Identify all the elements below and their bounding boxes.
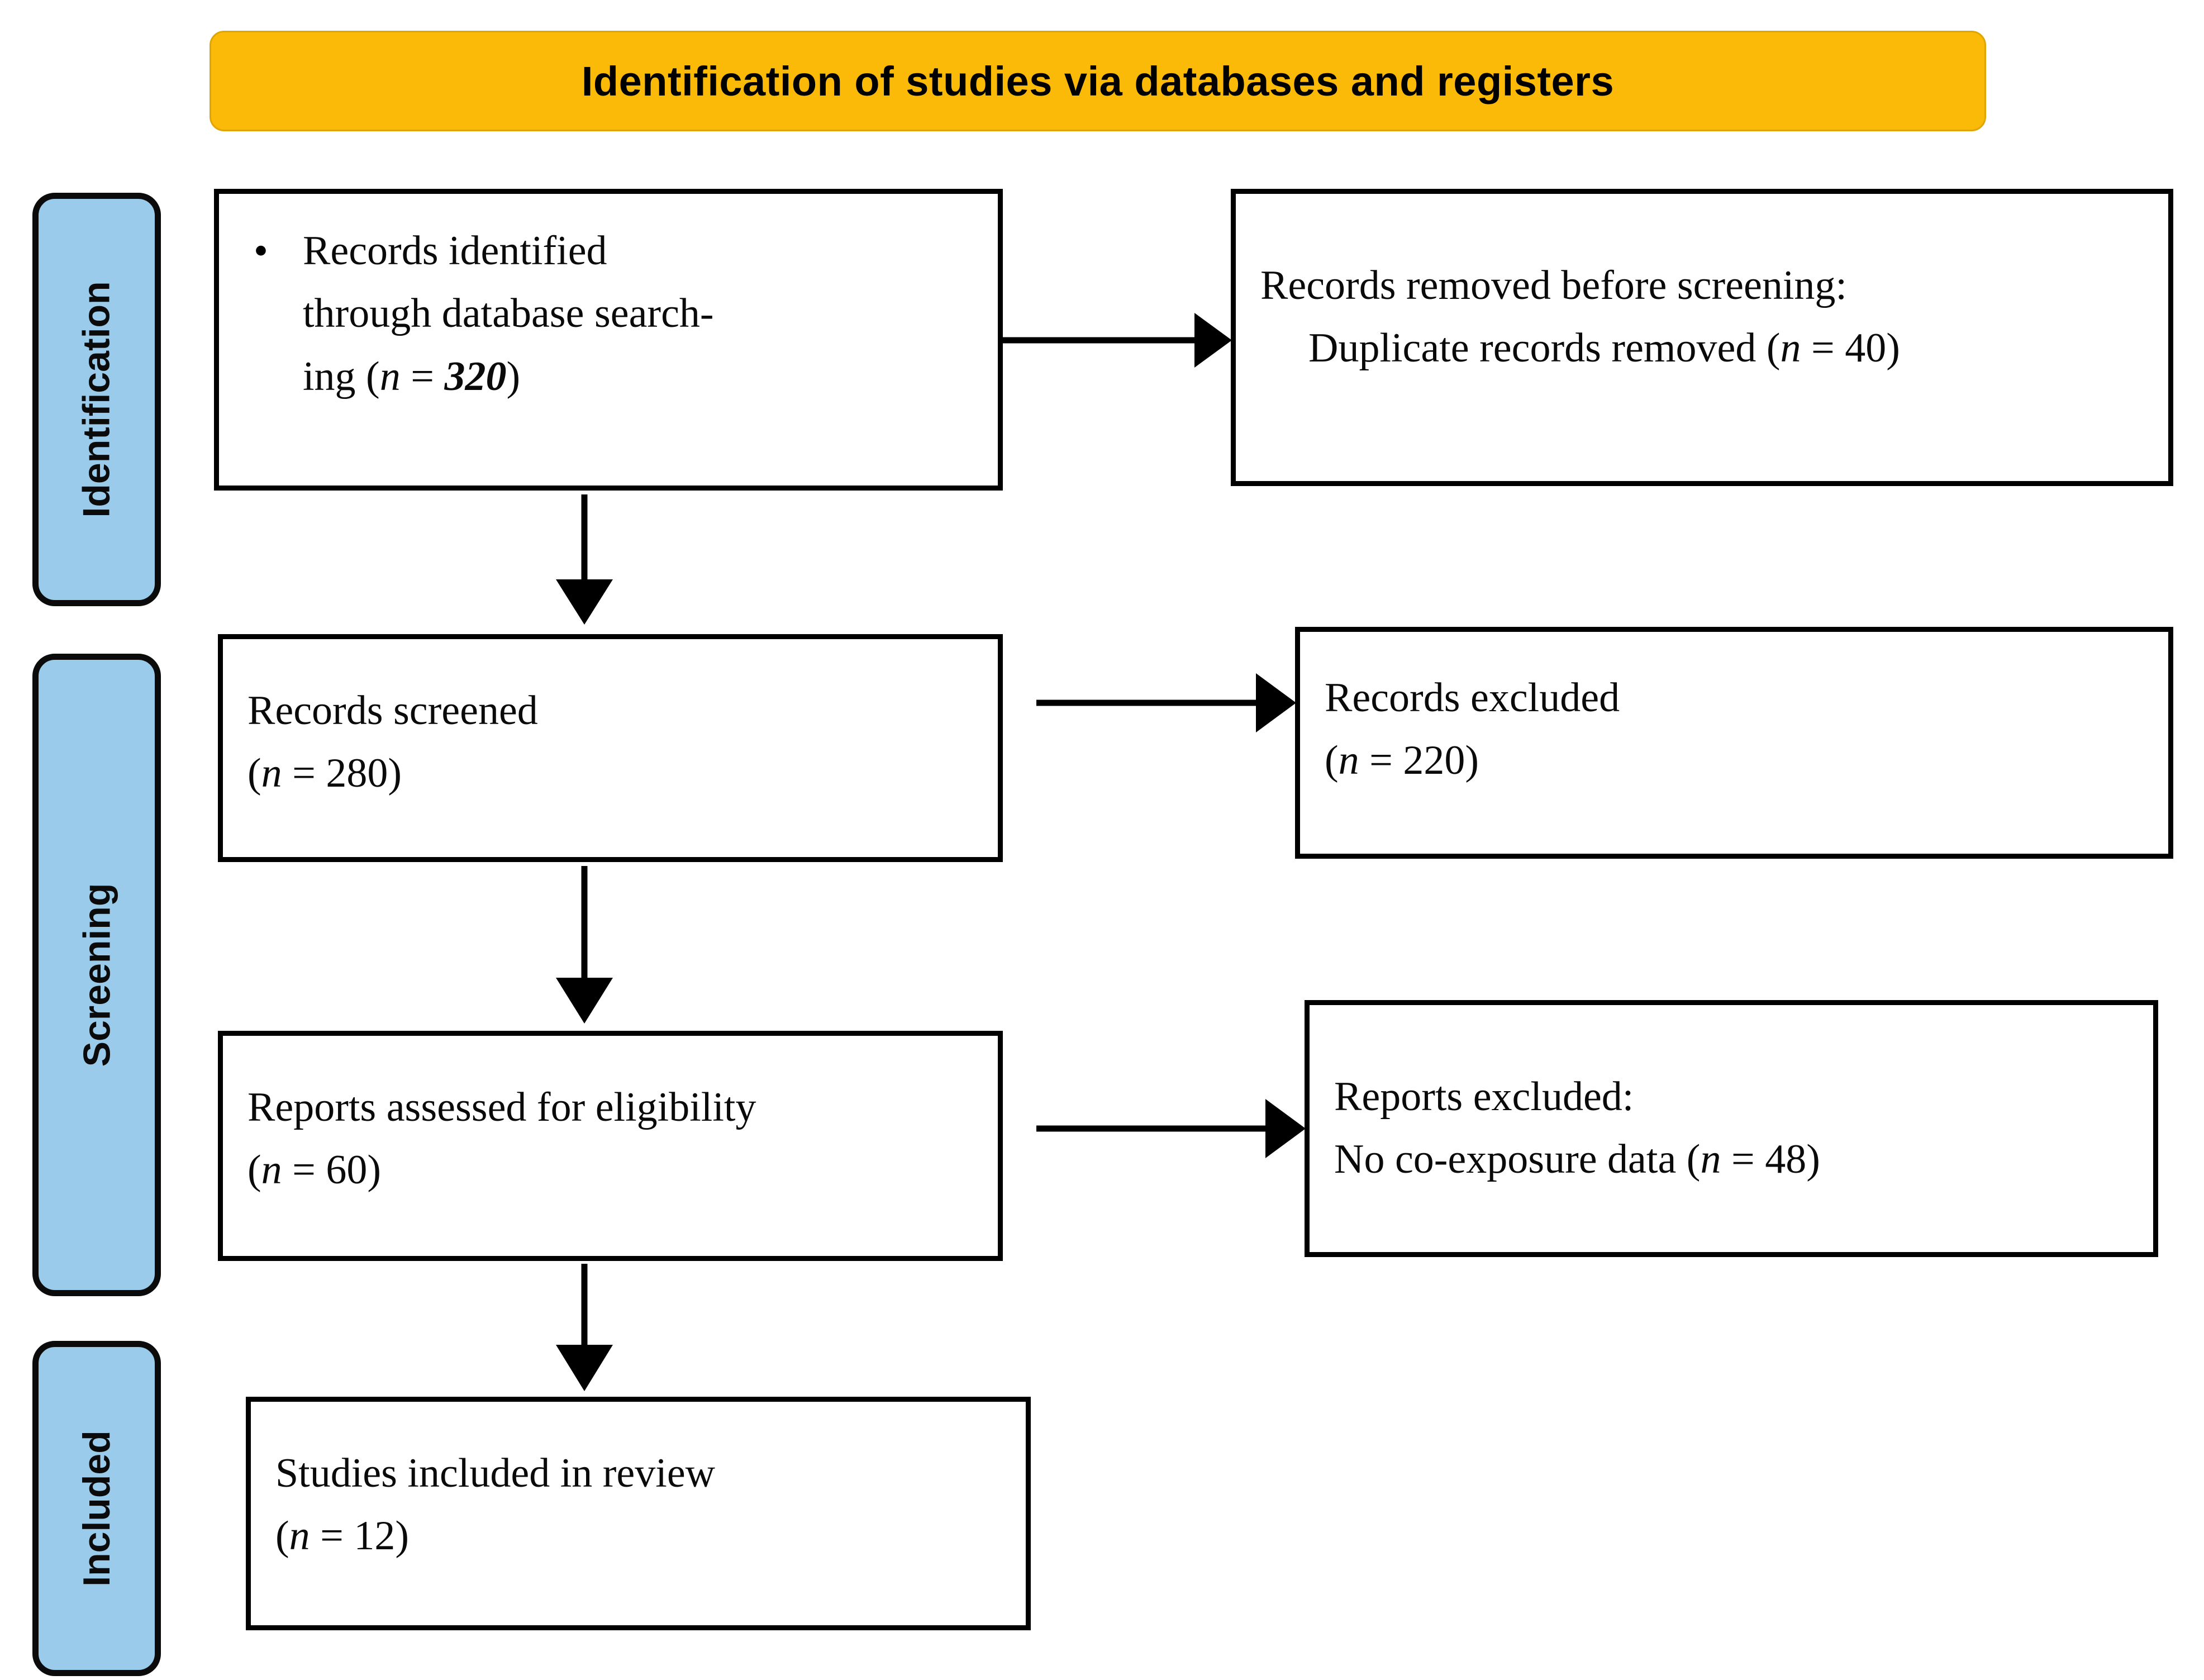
stage-tab-screening: Screening (32, 654, 161, 1296)
arrow-assessed-to-studies-included (556, 1264, 613, 1391)
box-records-identified: • Records identified through database se… (214, 189, 1003, 491)
records-screened-n-prefix: ( (247, 750, 261, 797)
records-identified-n-prefix: ing ( (303, 353, 380, 399)
reports-excluded-n-equals: = (1721, 1136, 1765, 1183)
records-excluded-n-suffix: ) (1465, 737, 1479, 784)
records-removed-line-2: Duplicate records removed (n = 40) (1260, 317, 2149, 379)
records-removed-n-value: 40 (1845, 325, 1887, 372)
stage-tab-included-label: Included (75, 1430, 118, 1587)
stage-tab-identification: Identification (32, 193, 161, 606)
records-screened-n-value: 280 (326, 750, 388, 797)
reports-assessed-line-1: Reports assessed for eligibility (247, 1084, 756, 1130)
records-screened-n-symbol: n (261, 750, 282, 797)
reports-excluded-n-suffix: ) (1806, 1136, 1820, 1183)
arrow-assessed-to-reports-excluded (1036, 1099, 1306, 1158)
studies-included-n-value: 12 (354, 1513, 396, 1559)
records-identified-line-2: through database search- (303, 291, 714, 337)
records-identified-n-value: 320 (444, 353, 507, 399)
records-excluded-n-symbol: n (1338, 737, 1359, 784)
records-excluded-line-2: (n = 220) (1325, 729, 2149, 792)
records-removed-n-symbol: n (1780, 325, 1801, 372)
stage-tab-identification-label: Identification (75, 281, 118, 518)
reports-assessed-n-prefix: ( (247, 1147, 261, 1193)
records-removed-n-prefix: Duplicate records removed ( (1308, 325, 1781, 372)
records-identified-bullet-row: • Records identified through database se… (219, 220, 979, 408)
reports-excluded-line-2: No co-exposure data (n = 48) (1334, 1128, 2134, 1191)
box-records-removed: Records removed before screening: Duplic… (1231, 189, 2173, 486)
box-records-excluded: Records excluded (n = 220) (1295, 627, 2173, 859)
arrow-screened-to-assessed (556, 866, 613, 1024)
reports-assessed-n-equals: = (282, 1147, 326, 1193)
reports-excluded-n-prefix: No co-exposure data ( (1334, 1136, 1701, 1183)
stage-tab-screening-label: Screening (75, 883, 118, 1067)
reports-assessed-n-value: 60 (326, 1147, 368, 1193)
stage-tab-included: Included (32, 1341, 161, 1676)
bullet-icon: • (254, 228, 268, 274)
records-screened-line-2: (n = 280) (247, 742, 979, 805)
reports-assessed-n-symbol: n (261, 1147, 282, 1193)
reports-excluded-n-symbol: n (1700, 1136, 1721, 1183)
reports-excluded-n-value: 48 (1765, 1136, 1807, 1183)
studies-included-n-equals: = (310, 1513, 354, 1559)
reports-assessed-line-2: (n = 60) (247, 1139, 979, 1201)
records-identified-line-3: ing (n = 320) (303, 345, 979, 408)
box-reports-excluded: Reports excluded: No co-exposure data (n… (1305, 1000, 2158, 1257)
studies-included-n-symbol: n (289, 1513, 310, 1559)
header-banner: Identification of studies via databases … (210, 31, 1986, 131)
records-removed-line-1: Records removed before screening: (1260, 263, 1847, 308)
records-excluded-line-1: Records excluded (1325, 675, 1620, 721)
box-studies-included: Studies included in review (n = 12) (246, 1397, 1031, 1630)
box-records-screened: Records screened (n = 280) (218, 634, 1003, 862)
reports-excluded-line-1: Reports excluded: (1334, 1074, 1634, 1120)
records-screened-line-1: Records screened (247, 688, 538, 734)
records-excluded-n-prefix: ( (1325, 737, 1339, 784)
records-screened-n-equals: = (282, 750, 326, 797)
records-removed-n-suffix: ) (1886, 325, 1900, 372)
records-identified-line-1: Records identified (303, 228, 607, 274)
records-excluded-n-value: 220 (1403, 737, 1465, 784)
records-excluded-n-equals: = (1359, 737, 1403, 784)
records-removed-n-equals: = (1801, 325, 1845, 372)
studies-included-line-1: Studies included in review (275, 1450, 716, 1496)
records-identified-n-suffix: ) (506, 353, 521, 399)
studies-included-n-suffix: ) (395, 1513, 410, 1559)
records-screened-n-suffix: ) (388, 750, 402, 797)
arrow-identified-to-screened (556, 494, 613, 625)
reports-assessed-n-suffix: ) (367, 1147, 382, 1193)
records-identified-text: Records identified through database sear… (303, 220, 979, 408)
studies-included-line-2: (n = 12) (275, 1505, 1007, 1567)
arrow-screened-to-excluded (1036, 673, 1296, 732)
studies-included-n-prefix: ( (275, 1513, 289, 1559)
box-reports-assessed: Reports assessed for eligibility (n = 60… (218, 1031, 1003, 1261)
records-identified-n-symbol: n (379, 353, 401, 399)
arrow-identified-to-removed (1003, 313, 1232, 368)
header-banner-title: Identification of studies via databases … (581, 58, 1615, 104)
records-identified-n-equals: = (400, 353, 445, 399)
